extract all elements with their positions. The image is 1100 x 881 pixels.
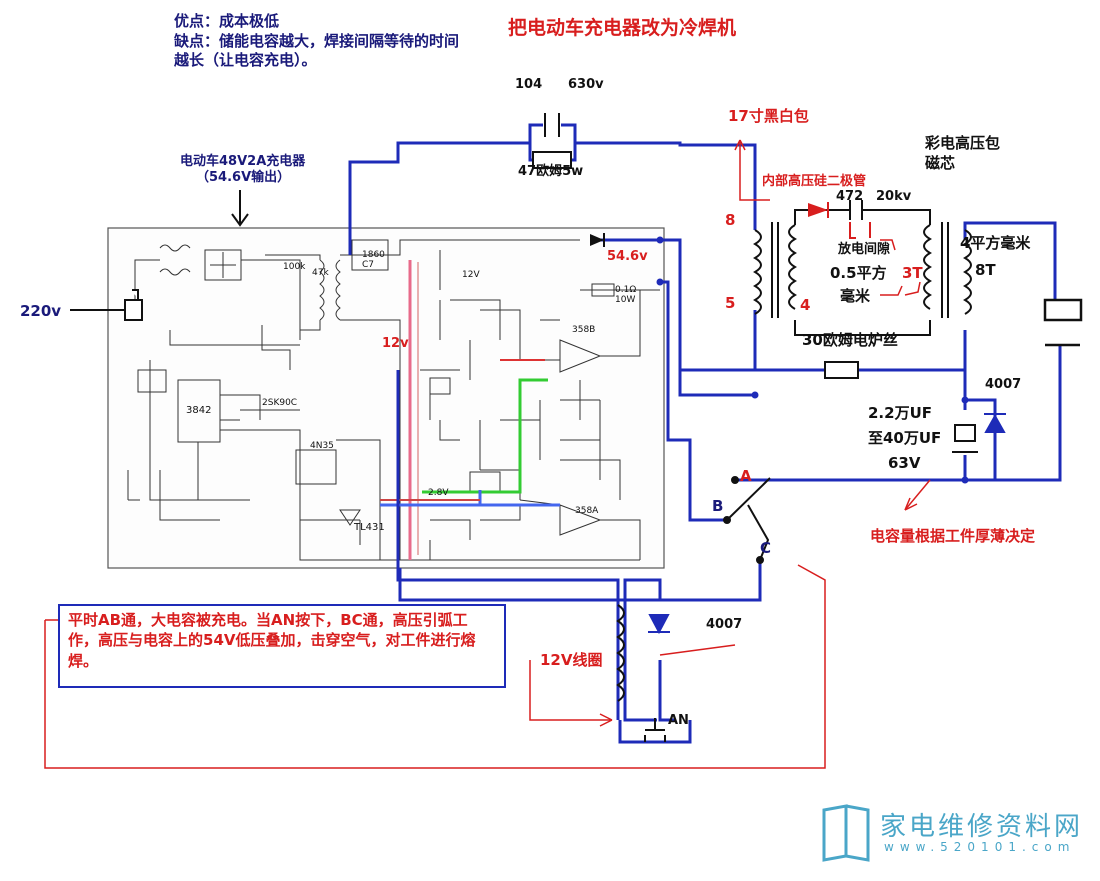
input-voltage-label: 220v	[20, 302, 62, 320]
storage-capacitor	[952, 413, 1006, 453]
charger-pcb-board	[107, 227, 665, 569]
cap-630v-label: 630v	[568, 77, 604, 92]
pcb-circuit	[127, 239, 660, 561]
mm2-label: 毫米	[840, 287, 871, 305]
hv-diode-label: 内部高压硅二极管	[762, 174, 867, 189]
wire-4sq-label: 4平方毫米	[960, 234, 1031, 252]
r100k-label: 100k	[283, 262, 306, 272]
switch-b-label: B	[712, 497, 724, 515]
page-title: 把电动车充电器改为冷焊机	[508, 17, 737, 39]
cap-range-2: 至40万UF	[868, 429, 942, 447]
heater-resistor	[824, 361, 859, 379]
charger-output-label: （54.6V输出）	[196, 170, 291, 185]
turns-8t-label: 8T	[975, 261, 996, 279]
core-label-1: 彩电高压包	[925, 134, 1001, 152]
pin-5-label: 5	[725, 294, 736, 312]
ic-358b-label: 358B	[572, 325, 596, 335]
parallel-rc	[532, 113, 572, 169]
c1860-label: 1860 C7	[362, 250, 385, 271]
site-logo: 家电维修资料网 www.520101.com	[820, 802, 1090, 862]
ic-3842-label: 3842	[186, 405, 212, 416]
charger-arrow	[231, 190, 249, 227]
pcb-28v-label: 2.8V	[428, 488, 449, 498]
flyback-transformer	[753, 209, 972, 336]
heater-label: 30欧姆电炉丝	[802, 331, 898, 349]
pin-8-label: 8	[725, 211, 736, 229]
pin-4-label: 4	[800, 296, 811, 314]
junctions	[656, 236, 969, 484]
mains-plug	[70, 289, 143, 321]
r01-label: 0.1Ω 10W	[615, 285, 637, 306]
capacitance-note: 电容量根据工件厚薄决定	[870, 527, 1036, 545]
diode-4007-top-label: 4007	[985, 377, 1022, 392]
flyback-label: 17寸黑白包	[728, 107, 809, 125]
cap-472-label: 472	[836, 189, 864, 204]
kv20-label: 20kv	[876, 189, 912, 204]
red-annotations	[44, 139, 931, 769]
res-47-label: 47欧姆5w	[518, 164, 584, 179]
ic-4n35-label: 4N35	[310, 441, 334, 451]
wire-05-label: 0.5平方	[830, 264, 887, 282]
relay-switch	[723, 476, 771, 564]
cap-104-label: 104	[515, 77, 543, 92]
operation-note: 平时AB通，大电容被充电。当AN按下，BC通，高压引弧工作，高压与电容上的54V…	[58, 604, 506, 688]
spark-gap-label: 放电间隙	[838, 242, 891, 257]
tl431-label: TL431	[354, 522, 385, 533]
charger-label: 电动车48V2A充电器	[180, 154, 306, 169]
diode-4007-bottom-label: 4007	[706, 617, 743, 632]
relay-coil	[616, 604, 670, 742]
switch-c-label: C	[760, 539, 772, 557]
cons-line: 缺点：储能电容越大，焊接间隔等待的时间越长（让电容充电）。	[174, 31, 460, 70]
switch-a-label: A	[740, 467, 752, 485]
cap-range-1: 2.2万UF	[868, 404, 932, 422]
pcb-12v-label: 12V	[462, 270, 480, 280]
an-button-label: AN	[668, 713, 689, 728]
ic-358a-label: 358A	[575, 506, 599, 516]
logo-url: www.520101.com	[884, 840, 1076, 854]
output-12v-label: 12v	[382, 336, 409, 351]
turns-3t-label: 3T	[902, 264, 923, 282]
logo-text: 家电维修资料网	[880, 812, 1084, 842]
output-diode	[590, 234, 604, 246]
electrode	[1043, 298, 1083, 322]
pcb-highlight-traces	[380, 260, 560, 560]
hv-diode	[808, 200, 871, 239]
t2sk-label: 2SK90C	[262, 398, 298, 408]
logo-book-icon	[822, 804, 870, 862]
output-546v-label: 54.6v	[607, 249, 648, 264]
pros-text: 优点：成本极低 缺点：储能电容越大，焊接间隔等待的时间越长（让电容充电）。	[174, 12, 464, 71]
r47k-label: 47k	[312, 268, 329, 278]
cap-voltage: 63V	[888, 454, 921, 472]
pros-line: 优点：成本极低	[174, 12, 280, 30]
main-wiring	[348, 123, 1062, 744]
coil-12v-label: 12V线圈	[540, 651, 603, 669]
core-label-2: 磁芯	[925, 154, 956, 172]
